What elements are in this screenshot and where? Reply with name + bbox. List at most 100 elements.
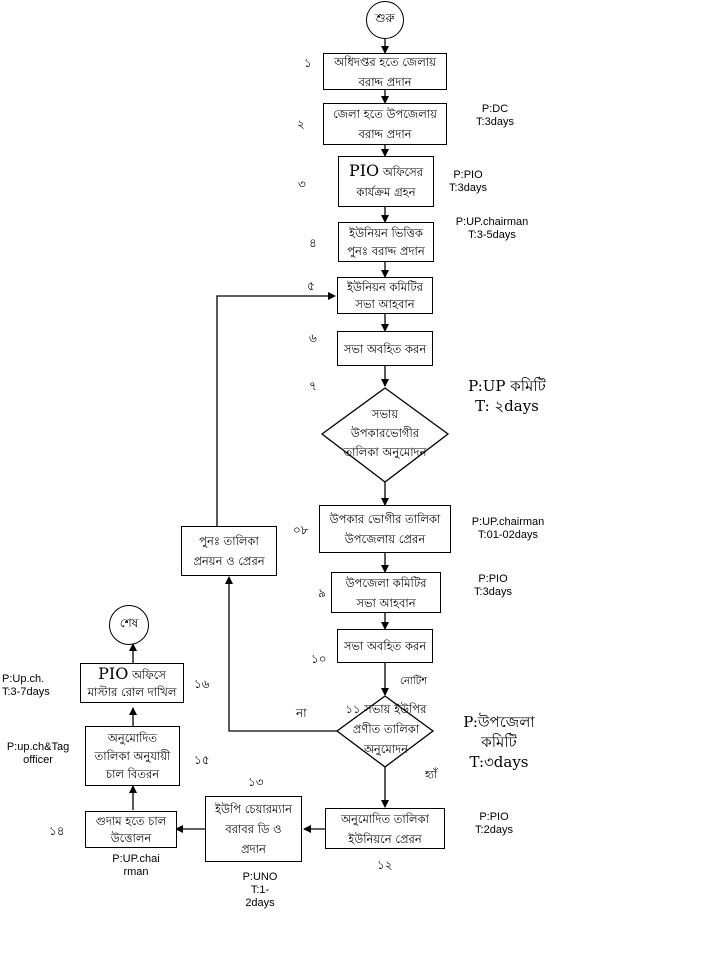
step-number: ১০ [311,652,327,666]
step-text: বরাদ্দ প্রদান [358,127,412,141]
step-text: সভা অবহিত করন [343,341,427,356]
step-text: উপকার ভোগীর তালিকা [329,512,441,526]
step-text: পুনঃ বরাদ্দ প্রদান [347,244,425,258]
step-number: ১১ [345,702,361,716]
time-text: 2days [245,897,275,909]
step-text: ইউনিয়ন কমিটির [347,279,423,294]
step-text: সভায় ইউপির [364,702,427,716]
process-step-5: ইউনিয়ন কমিটির সভা আহবান [337,277,433,314]
step-text: সভা অবহিত করন [343,639,427,653]
person-text: rman [123,866,149,878]
responsibility-label: P:UNO T:1- 2days [238,871,282,910]
step-text: সভায় [371,407,399,421]
step-text: বরাদ্দ প্রদান [358,74,412,89]
step-text: অধিদপ্তর হতে জেলায় [334,54,436,69]
process-step-1: অধিদপ্তর হতে জেলায় বরাদ্দ প্রদান [323,53,447,90]
responsibility-label: P:Up.ch. T:3-7days [2,673,54,699]
rework-box: পুনঃ তালিকা প্রনয়ন ও প্রেরন [181,526,277,576]
time-text: T:01-02days [478,529,538,541]
step-number: ৭ [309,379,317,393]
step-number: ১ [304,56,312,70]
responsibility-label: P:UP.chairman T:01-02days [466,516,550,542]
step-text: বরাবর ডি ও [225,822,282,836]
step-text: উপকারভোগীর [350,426,420,440]
responsibility-label: P:UP.chairman T:3-5days [452,216,532,242]
step-text: উপজেলা কমিটির [345,575,427,590]
step-text: অফিসের [379,165,424,179]
step-number: ৩ [298,177,306,191]
person-text: P:Up.ch. [2,673,45,685]
responsibility-label: P:PIO T:3days [446,169,490,195]
person-text: P:UNO [242,871,278,883]
step-number: ২ [297,117,305,131]
start-node: শুরু [366,1,404,39]
decision-diamond-11 [335,695,435,768]
process-step-13: ইউপি চেয়ারম্যান বরাবর ডি ও প্রদান [205,796,302,862]
step-text: উপজেলায় প্রেরন [344,532,426,546]
step-text: অনুমোদন [363,742,409,756]
step-number: ১৪ [49,824,65,838]
person-text: P:উপজেলা কমিটি [463,713,535,751]
person-text: P:UP.chairman [455,216,529,228]
process-step-8: উপকার ভোগীর তালিকা উপজেলায় প্রেরন [319,505,451,553]
responsibility-label: P:PIO T:3days [470,573,516,599]
edge-label-yes: হ্যাঁ [425,768,438,781]
step-text: সভা আহবান [355,296,415,311]
process-step-10: সভা অবহিত করন [337,629,433,663]
edge-label-no: না [296,706,307,720]
edge-label-notice: নোটিশ [400,676,428,687]
process-step-9: উপজেলা কমিটির সভা আহবান [331,572,441,613]
person-text: P:DC [481,103,509,115]
person-text: P:UP.chairman [471,516,545,528]
step-text: উত্তোলন [110,830,152,845]
process-step-12: অনুমোদিত তালিকা ইউনিয়নে প্রেরন [325,808,445,849]
step-text: অনুমোদিত [107,731,158,745]
time-text: T: ২days [475,397,539,415]
step-number: ৪ [309,236,317,250]
step-text: চাল বিতরন [105,767,160,781]
step-number: ১৬ [194,677,210,691]
process-step-6: সভা অবহিত করন [337,331,433,366]
person-text: P:PIO [453,169,483,181]
step-text: ইউপি চেয়ারম্যান [215,802,292,816]
step-number: ৯ [318,586,326,600]
step-text: প্রণীত তালিকা [352,722,420,736]
responsibility-label: P:PIO T:2days [472,811,516,837]
step-text: মাস্টার রোল দাখিল [87,685,177,699]
time-text: T:2days [475,824,513,836]
step-number: ৬ [309,331,317,345]
step-text: ইউনিয়নে প্রেরন [348,831,422,846]
step-text: কার্যক্রম গ্রহন [356,185,416,199]
decision-diamond-7 [320,387,450,483]
time-text: T:৩days [469,753,529,771]
decision-text-7: সভায় উপকারভোগীর তালিকা অনুমোদন [322,405,448,462]
person-text: P:PIO [479,811,509,823]
step-text: ১১ সভায় ইউপির [330,699,442,719]
step-text: প্রনয়ন ও প্রেরন [193,554,265,568]
time-text: T:1- [250,884,270,896]
end-node: শেষ [109,605,149,645]
responsibility-label: P:উপজেলা কমিটি T:৩days [444,712,554,772]
time-text: T:3-5days [468,229,516,241]
process-step-15: অনুমোদিত তালিকা অনুযায়ী চাল বিতরন [85,726,180,786]
step-number: ১৩ [248,775,264,789]
step-text: তালিকা অনুযায়ী [94,749,171,763]
time-text: T:3days [449,182,487,194]
arrow-rework-to-5 [216,292,336,526]
step-text: তালিকা অনুমোদন [343,445,427,459]
process-step-4: ইউনিয়ন ভিত্তিক পুনঃ বরাদ্দ প্রদান [338,222,434,262]
start-label: শুরু [375,11,395,25]
step-number: ৫ [307,279,315,293]
arrow-11-no-to-rework [225,576,337,732]
step-text: ইউনিয়ন ভিত্তিক [349,226,423,240]
step-text: অফিসে [128,668,166,682]
time-text: officer [23,754,53,766]
person-text: P:UP কমিটি [468,377,546,395]
time-text: T:3days [476,116,514,128]
step-text: জেলা হতে উপজেলায় [333,107,437,121]
process-step-14: গুদাম হতে চাল উত্তোলন [85,811,177,848]
step-text: PIO অফিসে [98,665,166,684]
pio-text: PIO [98,664,129,683]
pio-text: PIO [348,161,380,180]
